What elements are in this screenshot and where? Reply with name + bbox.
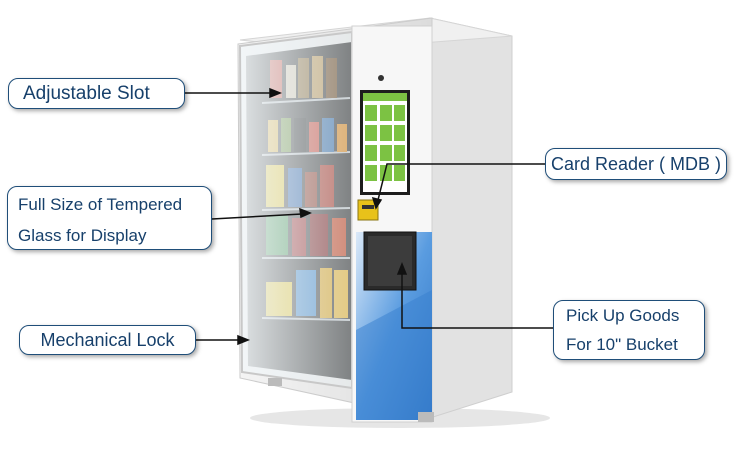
callout-arrows — [185, 87, 553, 346]
callout-tempered-glass-line2: Glass for Display — [18, 226, 147, 245]
cabinet-side — [429, 17, 513, 419]
camera-icon — [378, 75, 384, 81]
callout-tempered-glass: Full Size of Tempered Glass for Display — [7, 186, 212, 250]
callout-pick-up-goods-line2: For 10" Bucket — [566, 335, 678, 354]
callout-mechanical-lock: Mechanical Lock — [19, 325, 196, 355]
callout-adjustable-slot: Adjustable Slot — [8, 78, 185, 109]
callout-card-reader: Card Reader ( MDB ) — [545, 148, 727, 180]
callout-pick-up-goods-line1: Pick Up Goods — [566, 306, 680, 325]
tempered-glass-pane — [238, 30, 353, 390]
callout-adjustable-slot-text: Adjustable Slot — [23, 82, 150, 104]
callout-mechanical-lock-text: Mechanical Lock — [40, 329, 175, 350]
callout-card-reader-text: Card Reader ( MDB ) — [550, 153, 722, 174]
callout-pick-up-goods: Pick Up Goods For 10" Bucket — [553, 300, 705, 360]
callout-tempered-glass-line1: Full Size of Tempered — [18, 195, 183, 214]
